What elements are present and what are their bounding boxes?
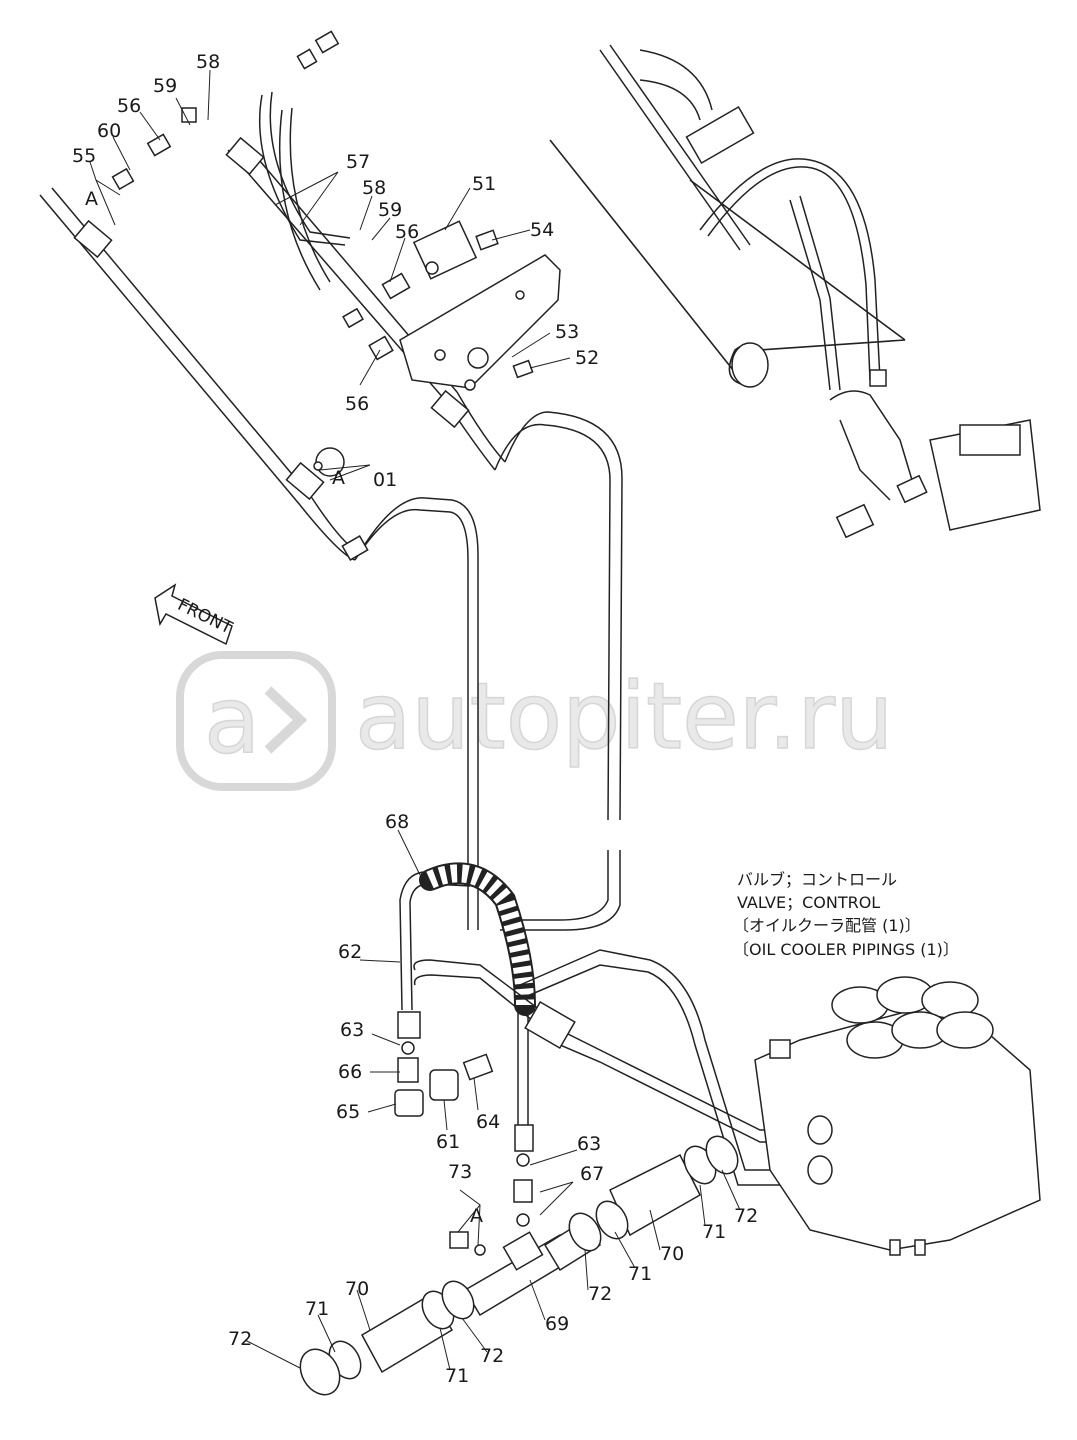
callout-58-b: 58 bbox=[362, 177, 386, 199]
caption-line-2: VALVE；CONTROL bbox=[737, 893, 880, 912]
callout-52: 52 bbox=[575, 347, 599, 369]
callout-a-mid: A bbox=[332, 467, 345, 489]
callouts: 58 59 56 60 55 A 57 58 59 56 51 54 53 52… bbox=[72, 51, 758, 1387]
callout-61: 61 bbox=[436, 1131, 460, 1153]
watermark-logo: a autopiter.ru bbox=[176, 651, 894, 791]
fittings-group bbox=[394, 1011, 534, 1256]
lower-pipes bbox=[399, 862, 1041, 1256]
callout-59: 59 bbox=[153, 75, 177, 97]
callout-53: 53 bbox=[555, 321, 579, 343]
callout-72-b: 72 bbox=[588, 1283, 612, 1305]
callout-57: 57 bbox=[346, 151, 370, 173]
cooler-tube-assembly bbox=[299, 1135, 739, 1396]
callout-72: 72 bbox=[734, 1205, 758, 1227]
callout-71-c: 71 bbox=[305, 1298, 329, 1320]
front-arrow: FRONT bbox=[154, 583, 236, 646]
caption-line-1: バルブ；コントロール bbox=[737, 870, 897, 889]
callout-54: 54 bbox=[530, 219, 554, 241]
callout-60: 60 bbox=[97, 120, 121, 142]
svg-text:a: a bbox=[204, 667, 260, 774]
callout-69: 69 bbox=[545, 1313, 569, 1335]
callout-65: 65 bbox=[336, 1101, 360, 1123]
upper-right-inset bbox=[549, 44, 1041, 539]
callout-55: 55 bbox=[72, 145, 96, 167]
callout-51: 51 bbox=[472, 173, 496, 195]
callout-71-d: 71 bbox=[445, 1365, 469, 1387]
callout-56-b: 56 bbox=[395, 221, 419, 243]
bracket-valve-51 bbox=[342, 220, 561, 391]
callout-56-c: 56 bbox=[345, 393, 369, 415]
callout-68: 68 bbox=[385, 811, 409, 833]
callout-63-b: 63 bbox=[577, 1133, 601, 1155]
caption-line-4: 〔OIL COOLER PIPINGS (1)〕 bbox=[733, 940, 959, 959]
diagram-caption: バルブ；コントロール VALVE；CONTROL 〔オイルクーラ配管 (1)〕 … bbox=[733, 870, 959, 959]
callout-62: 62 bbox=[338, 941, 362, 963]
callout-71: 71 bbox=[702, 1221, 726, 1243]
callout-67: 67 bbox=[580, 1163, 604, 1185]
callout-72-d: 72 bbox=[228, 1328, 252, 1350]
callout-59-b: 59 bbox=[378, 199, 402, 221]
callout-72-c: 72 bbox=[480, 1345, 504, 1367]
callout-66: 66 bbox=[338, 1061, 362, 1083]
callout-73: 73 bbox=[448, 1161, 472, 1183]
callout-63: 63 bbox=[340, 1019, 364, 1041]
callout-64: 64 bbox=[476, 1111, 500, 1133]
callout-a-lower: A bbox=[470, 1205, 483, 1227]
caption-line-3: 〔オイルクーラ配管 (1)〕 bbox=[733, 916, 921, 935]
leader-lines bbox=[89, 69, 741, 1371]
callout-a-upper: A bbox=[85, 188, 98, 210]
valve-spools bbox=[831, 976, 994, 1059]
callout-70: 70 bbox=[660, 1243, 684, 1265]
callout-70-b: 70 bbox=[345, 1278, 369, 1300]
callout-71-b: 71 bbox=[628, 1263, 652, 1285]
upper-left-pipes bbox=[39, 30, 623, 931]
callout-58: 58 bbox=[196, 51, 220, 73]
callout-56: 56 bbox=[117, 95, 141, 117]
callout-01: 01 bbox=[373, 469, 397, 491]
watermark-text: autopiter.ru bbox=[355, 663, 893, 770]
